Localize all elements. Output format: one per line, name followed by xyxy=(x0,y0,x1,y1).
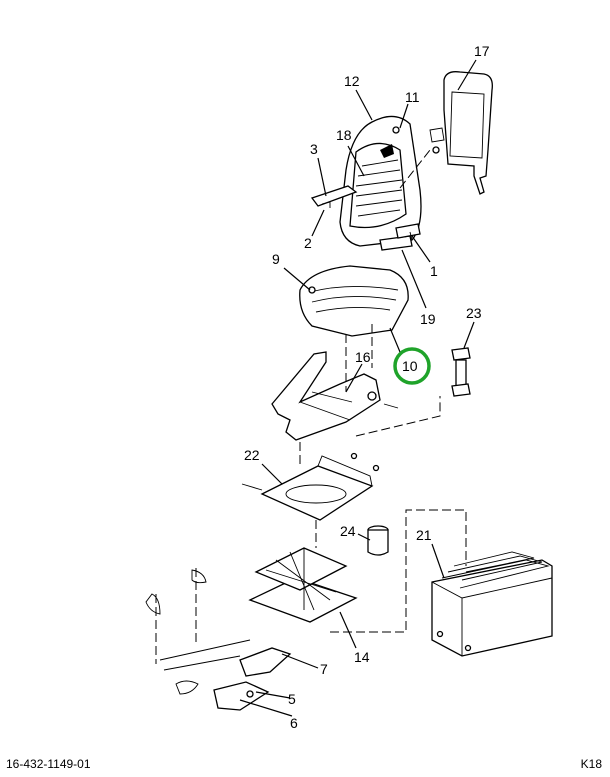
callout-16: 16 xyxy=(355,349,371,365)
headrest-frame xyxy=(429,71,493,195)
callout-12: 12 xyxy=(344,73,360,89)
assembly-lines xyxy=(155,149,467,664)
drawing-number: 16-432-1149-01 xyxy=(6,757,91,771)
bolt-11 xyxy=(392,126,400,134)
callout-14: 14 xyxy=(354,649,370,665)
swivel-plate xyxy=(241,452,380,521)
callout-19: 19 xyxy=(420,311,436,327)
callout-24: 24 xyxy=(340,523,356,539)
callout-22: 22 xyxy=(244,447,260,463)
page-code: K18 xyxy=(580,757,602,771)
seat-back xyxy=(339,115,422,251)
callout-5: 5 xyxy=(288,691,296,707)
seat-pan xyxy=(271,351,399,441)
callout-1: 1 xyxy=(430,263,438,279)
callout-10: 10 xyxy=(402,358,418,374)
storage-box xyxy=(431,551,553,657)
armrest xyxy=(310,185,358,208)
suspension-base xyxy=(248,547,358,623)
air-spring xyxy=(367,525,389,556)
callout-18: 18 xyxy=(336,127,352,143)
callout-7: 7 xyxy=(320,661,328,677)
lever-handles xyxy=(145,569,292,711)
backrest-cushion xyxy=(355,159,403,217)
emblem xyxy=(380,144,394,158)
seat-cushion xyxy=(299,265,409,337)
callout-2: 2 xyxy=(304,235,312,251)
shock-absorber xyxy=(451,347,471,397)
leader-lines xyxy=(239,59,477,717)
callout-23: 23 xyxy=(466,305,482,321)
callout-11: 11 xyxy=(405,89,420,105)
callout-9: 9 xyxy=(272,251,280,267)
right-bracket xyxy=(395,223,421,241)
callout-3: 3 xyxy=(310,141,318,157)
callouts: 12 11 18 3 2 1 19 17 9 10 23 16 22 24 21… xyxy=(244,43,490,731)
callout-6: 6 xyxy=(290,715,298,731)
callout-21: 21 xyxy=(416,527,432,543)
highlight-ring xyxy=(393,347,431,385)
callout-17: 17 xyxy=(474,43,490,59)
